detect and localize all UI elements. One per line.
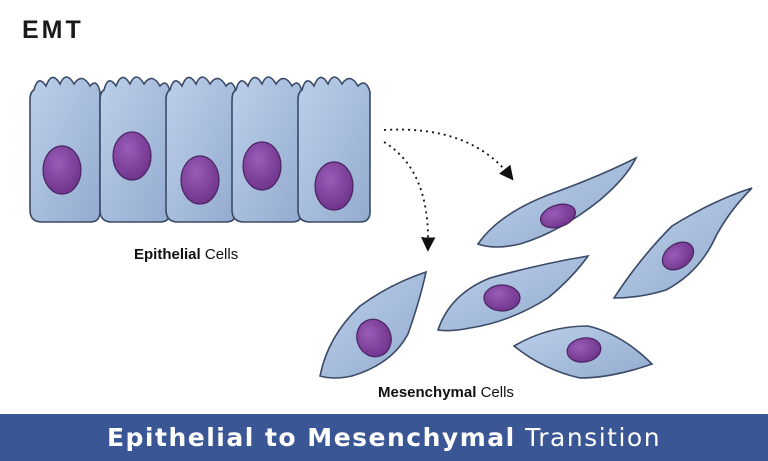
mesenchymal-cell <box>319 270 428 379</box>
mesenchymal-cells <box>319 156 753 379</box>
banner-light-text: Transition <box>525 423 662 452</box>
epithelial-cell <box>29 76 101 223</box>
mesenchymal-label-bold: Mesenchymal <box>378 384 477 401</box>
epithelial-cell <box>99 76 171 223</box>
diagram-title: EMT <box>22 16 84 44</box>
mesenchymal-cell <box>512 325 654 379</box>
epithelial-cells-label: Epithelial Cells <box>134 246 238 263</box>
epithelial-cell <box>297 76 371 223</box>
mesenchymal-cell <box>436 254 590 332</box>
arrow-to-mesenchymal-1 <box>383 128 514 181</box>
epithelial-label-rest: Cells <box>204 246 239 263</box>
emt-diagram <box>29 76 753 379</box>
epithelial-cell <box>231 76 303 223</box>
mesenchymal-label-rest: Cells <box>480 384 514 401</box>
epithelial-label-bold: Epithelial <box>134 246 201 263</box>
mesenchymal-cells-label: Mesenchymal Cells <box>378 384 514 401</box>
mesenchymal-cell <box>476 156 638 248</box>
title-banner: Epithelial to Mesenchymal Transition <box>0 414 768 461</box>
mesenchymal-cell <box>612 187 753 299</box>
epithelial-cells <box>29 76 371 223</box>
arrow-to-mesenchymal-2 <box>383 141 436 252</box>
banner-bold-text: Epithelial to Mesenchymal <box>106 423 516 452</box>
epithelial-cell <box>165 76 237 223</box>
